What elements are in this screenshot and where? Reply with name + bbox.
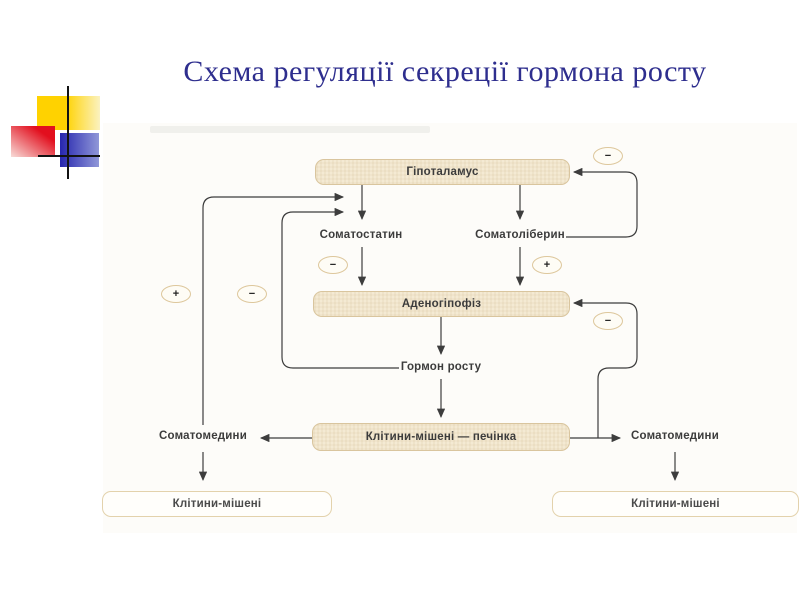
label-somatostatin: Соматостатин <box>319 229 403 241</box>
node-target-cells-right: Клітини-мішені <box>552 491 799 517</box>
logo-vertical-line <box>67 86 69 179</box>
logo-horizontal-line <box>38 155 100 157</box>
logo-red-square <box>11 126 55 157</box>
feedback-somatomedins-to-somatostatin <box>202 192 345 425</box>
node-adenohypophysis: Аденогіпофіз <box>313 291 570 317</box>
sign-plus-left-feedback: + <box>161 285 191 303</box>
sign-minus-somatostatin-effect: − <box>318 256 348 274</box>
connector-group <box>198 167 680 482</box>
sign-plus-somatoliberin-effect: + <box>532 256 562 274</box>
sign-minus-hypothalamus-feedback: − <box>593 147 623 165</box>
feedback-growth-hormone-to-somatostatin <box>281 207 399 369</box>
label-growth-hormone: Гормон росту <box>400 361 482 373</box>
scan-smudge <box>150 126 430 133</box>
node-hypothalamus: Гіпоталамус <box>315 159 570 185</box>
feedback-somatomedins-to-adenohypophysis <box>572 298 638 438</box>
sign-minus-somatomedins-effect: − <box>593 312 623 330</box>
logo-blue-square <box>60 133 99 167</box>
label-somatomedins-right: Соматомедини <box>631 430 719 442</box>
node-target-cells-liver: Клітини-мішені — печінка <box>312 423 570 451</box>
node-target-cells-left: Клітини-мішені <box>102 491 332 517</box>
label-somatomedins-left: Соматомедини <box>159 430 247 442</box>
label-somatoliberin: Соматоліберин <box>475 229 565 241</box>
diagram-background <box>103 123 797 533</box>
feedback-somatoliberin-to-hypothalamus <box>566 167 638 238</box>
sign-minus-left-feedback: − <box>237 285 267 303</box>
slide-title: Схема регуляції секреції гормона росту <box>183 55 707 88</box>
